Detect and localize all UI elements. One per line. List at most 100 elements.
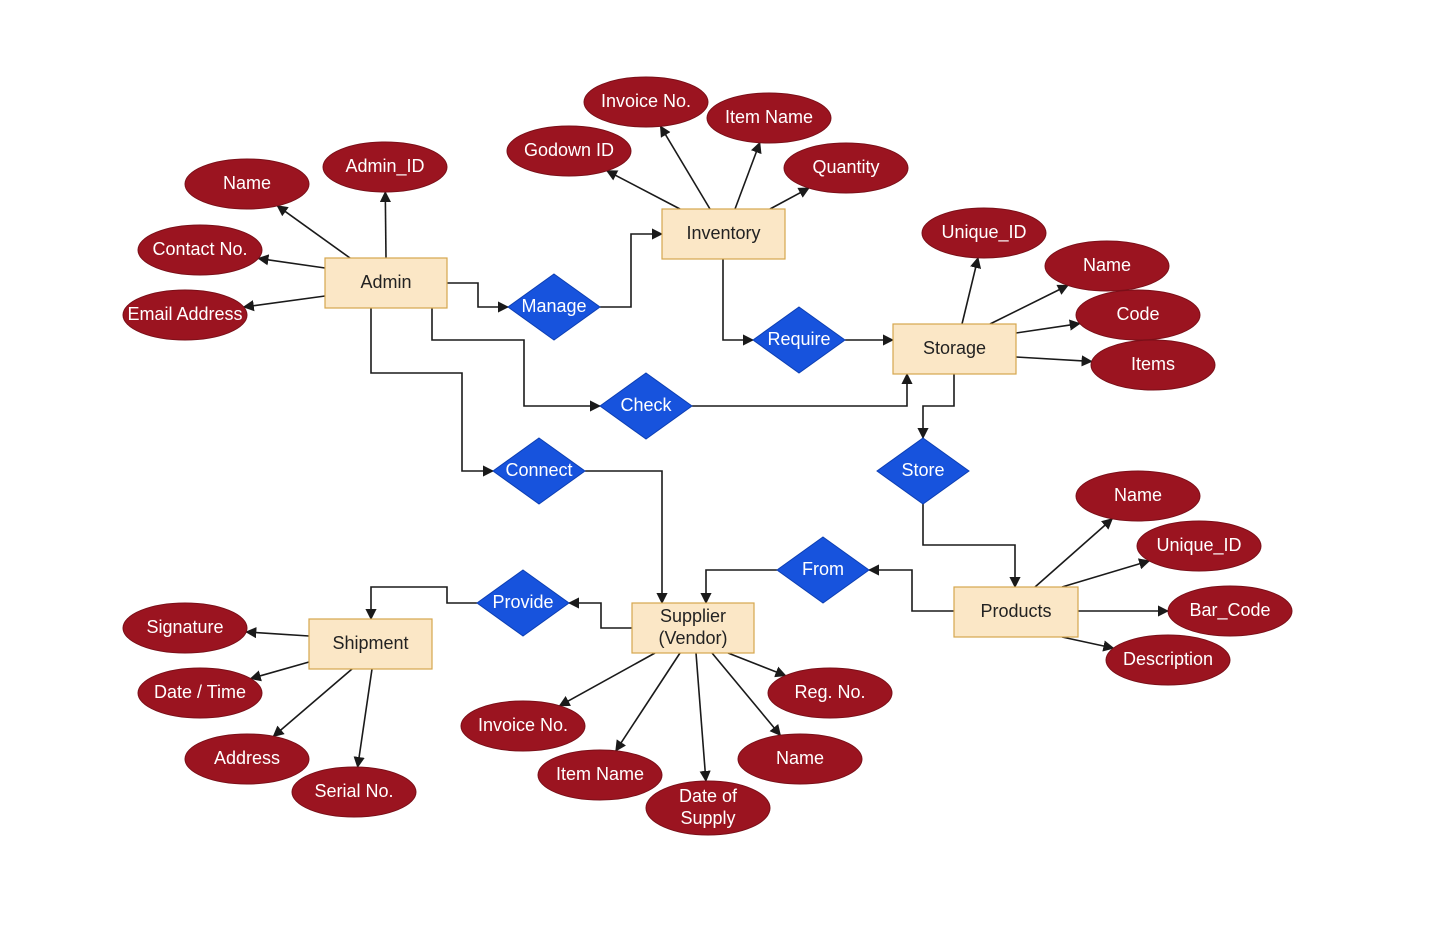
entity-label-supplier-line-1: Supplier — [660, 606, 726, 626]
attribute-ellipse — [1090, 339, 1216, 391]
sto-unique-edge — [961, 256, 982, 325]
attribute-shp-address[interactable]: Address — [184, 733, 310, 785]
attribute-label-admin-contact: Contact No. — [152, 239, 247, 259]
attribute-shp-signature[interactable]: Signature — [122, 602, 248, 654]
attribute-label-admin-name: Name — [223, 173, 271, 193]
attribute-label-sup-date-line-1: Date of — [679, 786, 738, 806]
sto-code-edge — [1015, 319, 1081, 334]
require-edge-1 — [722, 259, 755, 346]
attribute-ellipse — [137, 667, 263, 719]
sup-name-edge — [711, 652, 782, 737]
attribute-admin-contact[interactable]: Contact No. — [137, 224, 263, 276]
shp-datetime-edge — [249, 661, 310, 682]
entity-storage[interactable]: Storage — [892, 323, 1017, 375]
relationship-connect[interactable]: Connect — [492, 437, 586, 505]
attribute-label-prod-barcode: Bar_Code — [1189, 600, 1270, 621]
attribute-ellipse — [291, 766, 417, 818]
entity-label-inventory: Inventory — [686, 223, 760, 243]
attribute-sto-unique[interactable]: Unique_ID — [921, 207, 1047, 259]
relationship-diamond — [776, 536, 870, 604]
attribute-prod-unique[interactable]: Unique_ID — [1136, 520, 1262, 572]
sto-name-edge — [989, 284, 1069, 325]
attribute-sup-invoice[interactable]: Invoice No. — [460, 700, 586, 752]
attribute-label-prod-name: Name — [1114, 485, 1162, 505]
manage-edge-2 — [600, 228, 664, 308]
entity-inventory[interactable]: Inventory — [661, 208, 786, 260]
attribute-inv-invoice[interactable]: Invoice No. — [583, 76, 709, 128]
inv-itemname-edge — [734, 141, 762, 210]
entity-label-storage: Storage — [923, 338, 986, 358]
attribute-sup-name[interactable]: Name — [737, 733, 863, 785]
admin-id-edge — [379, 190, 391, 259]
relationship-label-check: Check — [620, 395, 672, 415]
attribute-ellipse — [706, 92, 832, 144]
attribute-label-inv-itemname: Item Name — [725, 107, 813, 127]
provide-edge-1 — [567, 597, 632, 629]
admin-name-edge — [276, 205, 351, 259]
attribute-shp-datetime[interactable]: Date / Time — [137, 667, 263, 719]
attribute-prod-desc[interactable]: Description — [1105, 634, 1231, 686]
attribute-label-sto-name: Name — [1083, 255, 1131, 275]
entity-products[interactable]: Products — [953, 586, 1079, 638]
attribute-ellipse — [767, 667, 893, 719]
attribute-ellipse — [460, 700, 586, 752]
attribute-shp-serial[interactable]: Serial No. — [291, 766, 417, 818]
attribute-sup-reg[interactable]: Reg. No. — [767, 667, 893, 719]
attribute-sto-code[interactable]: Code — [1075, 289, 1201, 341]
shp-signature-edge — [245, 627, 310, 639]
entity-shipment[interactable]: Shipment — [308, 618, 433, 670]
attribute-admin-name[interactable]: Name — [184, 158, 310, 210]
relationship-label-store: Store — [901, 460, 944, 480]
attribute-ellipse — [137, 224, 263, 276]
entity-label-admin: Admin — [360, 272, 411, 292]
relationship-diamond — [599, 372, 693, 440]
attribute-sto-items[interactable]: Items — [1090, 339, 1216, 391]
relationship-manage[interactable]: Manage — [507, 273, 601, 341]
attribute-label-inv-quantity: Quantity — [812, 157, 879, 177]
attribute-inv-godown[interactable]: Godown ID — [506, 125, 632, 177]
from-edge-1 — [867, 564, 954, 612]
attribute-ellipse — [921, 207, 1047, 259]
inv-godown-edge — [605, 170, 681, 210]
relationship-store[interactable]: Store — [876, 437, 970, 505]
attribute-ellipse — [122, 602, 248, 654]
relationship-check[interactable]: Check — [599, 372, 693, 440]
inv-quantity-edge — [769, 187, 810, 210]
attribute-label-inv-godown: Godown ID — [524, 140, 614, 160]
entity-box — [631, 602, 755, 654]
attribute-label-sup-name: Name — [776, 748, 824, 768]
attribute-sto-name[interactable]: Name — [1044, 240, 1170, 292]
relationship-from[interactable]: From — [776, 536, 870, 604]
provide-edge-2 — [365, 586, 477, 621]
attribute-ellipse — [184, 158, 310, 210]
attribute-label-sto-unique: Unique_ID — [941, 222, 1026, 243]
attribute-ellipse — [1136, 520, 1262, 572]
attribute-sup-itemname[interactable]: Item Name — [537, 749, 663, 801]
edges-layer — [242, 125, 1170, 783]
inv-invoice-edge — [659, 125, 711, 210]
relationship-provide[interactable]: Provide — [476, 569, 570, 637]
check-edge-2 — [692, 372, 913, 407]
attribute-ellipse — [506, 125, 632, 177]
attribute-inv-quantity[interactable]: Quantity — [783, 142, 909, 194]
attribute-prod-barcode[interactable]: Bar_Code — [1167, 585, 1293, 637]
attribute-ellipse — [737, 733, 863, 785]
attribute-label-prod-unique: Unique_ID — [1156, 535, 1241, 556]
relationship-diamond — [476, 569, 570, 637]
entity-label-shipment: Shipment — [332, 633, 408, 653]
admin-email-edge — [242, 295, 326, 312]
entity-admin[interactable]: Admin — [324, 257, 448, 309]
attribute-label-prod-desc: Description — [1123, 649, 1213, 669]
sup-itemname-edge — [615, 652, 681, 752]
entity-supplier[interactable]: Supplier(Vendor) — [631, 602, 755, 654]
relationship-require[interactable]: Require — [752, 306, 846, 374]
attribute-ellipse — [583, 76, 709, 128]
attribute-label-sup-itemname: Item Name — [556, 764, 644, 784]
attribute-inv-itemname[interactable]: Item Name — [706, 92, 832, 144]
attribute-label-shp-datetime: Date / Time — [154, 682, 246, 702]
attribute-prod-name[interactable]: Name — [1075, 470, 1201, 522]
attribute-admin-email[interactable]: Email Address — [122, 289, 248, 341]
attribute-admin-id[interactable]: Admin_ID — [322, 141, 448, 193]
relationship-diamond — [752, 306, 846, 374]
